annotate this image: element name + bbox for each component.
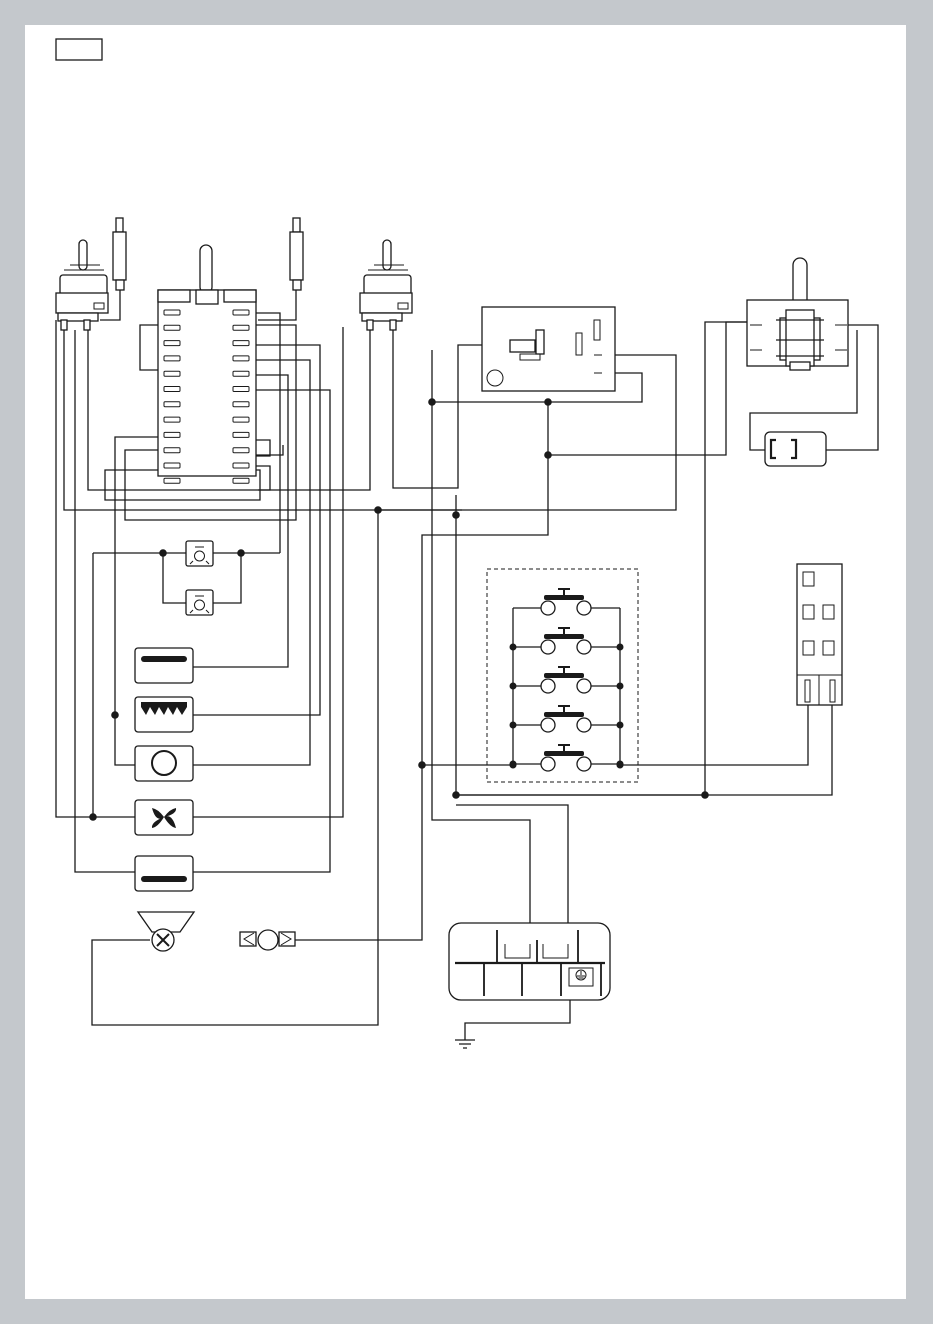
safety-thermostat-right bbox=[290, 218, 303, 290]
label-box bbox=[56, 39, 102, 60]
push-button-switch bbox=[510, 706, 624, 732]
push-button-switch bbox=[510, 667, 624, 693]
push-button-switch bbox=[510, 628, 624, 654]
selector-terminal bbox=[164, 478, 180, 483]
hob-element bbox=[765, 432, 826, 466]
selector-terminal bbox=[233, 478, 249, 483]
thermostat-center bbox=[360, 240, 412, 330]
bottom-heater bbox=[135, 856, 193, 891]
top-heater bbox=[135, 648, 193, 683]
safety-thermostat-left bbox=[113, 218, 126, 290]
timer-module bbox=[482, 307, 615, 391]
motor bbox=[240, 930, 295, 950]
fan-motor bbox=[135, 800, 193, 835]
cooling-fan bbox=[138, 912, 194, 951]
energy-regulator bbox=[747, 258, 848, 370]
function-selector bbox=[158, 245, 256, 483]
push-button-switch bbox=[513, 589, 620, 615]
circular-heater bbox=[135, 746, 193, 781]
mains-terminal bbox=[449, 923, 610, 1000]
oven-lamp-2 bbox=[186, 590, 213, 615]
terminal-block bbox=[797, 564, 842, 705]
push-button-switches bbox=[487, 569, 638, 782]
thermostat-left bbox=[56, 240, 108, 330]
oven-lamp-1 bbox=[186, 541, 213, 566]
grill-heater bbox=[135, 697, 193, 732]
ground-icon bbox=[455, 1040, 475, 1048]
push-button-switch bbox=[510, 745, 624, 771]
